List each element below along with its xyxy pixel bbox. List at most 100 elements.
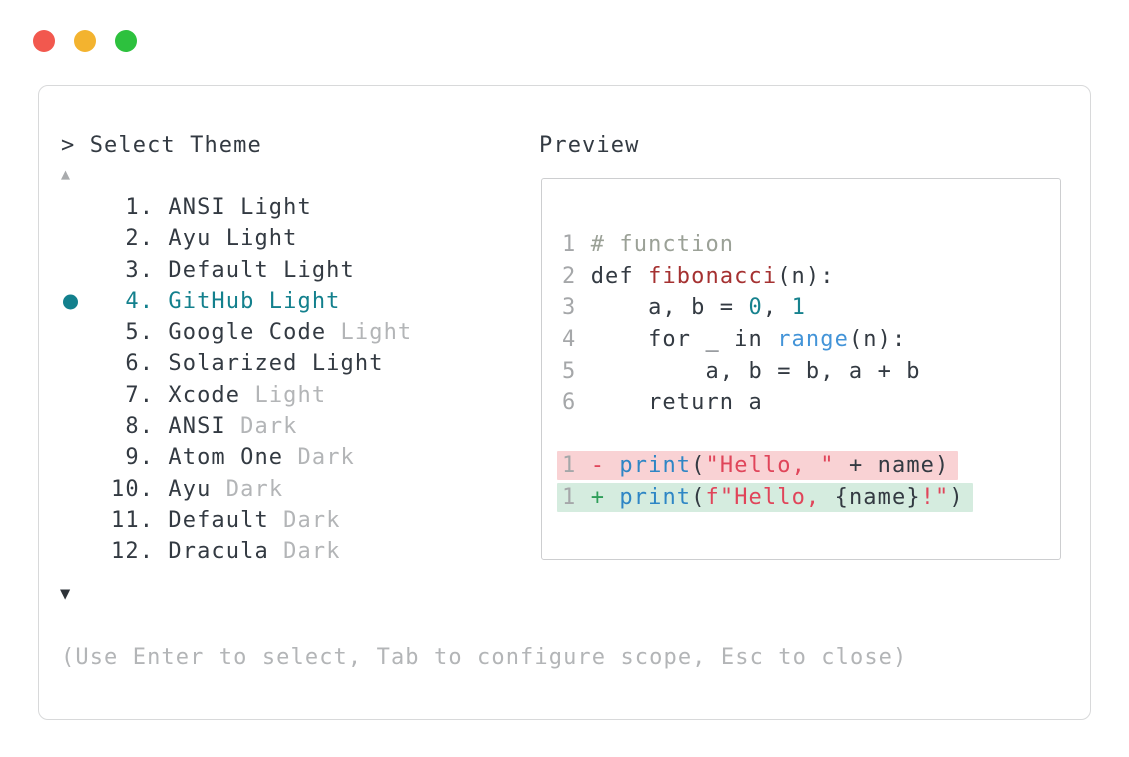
theme-option-label: Dark [297,445,355,471]
help-text: (Use Enter to select, Tab to configure s… [61,645,908,670]
code-token: ) [949,485,964,511]
line-number: 4 [562,327,591,353]
theme-option-number: 10. [111,476,169,502]
maximize-button[interactable] [115,30,137,52]
select-theme-prompt: > Select Theme [61,133,262,158]
theme-option-label: Solarized Light [168,351,384,377]
line-number: 1 [562,453,591,479]
code-token: ( [691,453,706,479]
preview-label: Preview [539,133,640,158]
window-controls [33,30,137,52]
code-token: !" [920,485,950,511]
scroll-up-indicator-icon[interactable]: ▲ [61,165,71,183]
theme-option-label: Default [168,507,284,533]
theme-option-label: Light [254,382,327,408]
code-line [562,419,973,451]
theme-option[interactable]: 5. Google Code Light [61,317,412,348]
code-token: def [590,263,649,289]
code-token: # function [590,232,735,258]
theme-option-number: 7. [111,382,169,408]
code-token: a, b = [590,295,749,321]
code-token: ( [691,485,706,511]
theme-option-label: Dracula [168,539,284,565]
code-token: for _ in [590,327,778,353]
code-token: return a [590,390,763,416]
theme-option[interactable]: 10. Ayu Dark [61,474,412,505]
theme-option-label: Dark [283,507,341,533]
theme-option[interactable]: 9. Atom One Dark [61,442,412,473]
theme-option[interactable]: 8. ANSI Dark [61,411,412,442]
theme-option-label: Google Code [168,320,341,346]
code-token: {name} [834,485,921,511]
code-line: 2 def fibonacci(n): [562,261,973,293]
theme-option-label: Dark [283,539,341,565]
theme-option[interactable]: 12. Dracula Dark [61,536,412,567]
code-token: 1 [791,295,806,321]
code-token: 0 [748,295,763,321]
theme-option-label: Dark [240,414,298,440]
theme-option-label: Xcode [168,382,255,408]
theme-option[interactable]: 11. Default Dark [61,505,412,536]
code-token: fibonacci [648,263,778,289]
code-token: f"Hello, [705,485,835,511]
code-line-content: 1 + print(f"Hello, {name}!") [557,483,973,513]
theme-list: 1. ANSI Light 2. Ayu Light 3. Default Li… [61,192,412,568]
theme-option-number: 12. [111,539,169,565]
theme-option-number: 4. [111,288,169,314]
theme-option[interactable]: 4. GitHub Light [61,286,412,317]
theme-option-number: 8. [111,414,169,440]
code-line: 1 # function [562,229,973,261]
line-number: 6 [562,390,591,416]
theme-option[interactable]: 1. ANSI Light [61,192,412,223]
code-token: , [762,295,792,321]
theme-option-label: Ayu Light [168,226,298,252]
code-line: 3 a, b = 0, 1 [562,292,973,324]
code-line-content [557,432,571,436]
diff-line-removed: 1 - print("Hello, " + name) [557,450,973,482]
theme-option-label: Ayu [168,476,226,502]
code-token: "Hello, " [705,453,835,479]
theme-option-number: 2. [111,226,169,252]
theme-option-label: GitHub Light [168,288,341,314]
code-line-content: 3 a, b = 0, 1 [557,293,815,322]
code-line: 4 for _ in range(n): [562,324,973,356]
theme-option-label: Light [340,320,413,346]
theme-option[interactable]: 7. Xcode Light [61,380,412,411]
code-token: (n): [777,263,835,289]
theme-picker-window: > Select Theme ▲ 1. ANSI Light 2. Ayu Li… [38,85,1091,720]
code-line-content: 1 # function [557,230,743,259]
scroll-down-indicator-icon[interactable]: ▼ [60,584,71,604]
theme-option-label: Atom One [168,445,298,471]
line-number: 1 [562,232,591,258]
code-line-content: 4 for _ in range(n): [557,325,915,354]
theme-option-label: ANSI [168,414,241,440]
theme-option-number: 9. [111,445,169,471]
theme-option[interactable]: 2. Ayu Light [61,223,412,254]
theme-option-number: 6. [111,351,169,377]
line-number: 5 [562,358,591,384]
line-number: 1 [562,485,591,511]
theme-option[interactable]: 6. Solarized Light [61,348,412,379]
theme-option-number: 1. [111,195,169,220]
code-token: a, b = b, a + b [590,358,921,384]
line-number: 3 [562,295,591,321]
code-token: + name) [834,453,950,479]
code-line-content: 1 - print("Hello, " + name) [557,451,959,481]
code-token: print [619,453,692,479]
code-token: (n): [848,327,907,353]
close-button[interactable] [33,30,55,52]
line-number: 2 [562,263,591,289]
code-line-content: 6 return a [557,388,772,417]
code-token: + [590,485,620,511]
theme-option-label: ANSI Light [168,195,312,220]
theme-option-label: Dark [225,476,284,502]
theme-option-number: 11. [111,507,169,533]
theme-option[interactable]: 3. Default Light [61,255,412,286]
minimize-button[interactable] [74,30,96,52]
code-token: print [619,485,692,511]
code-token: range [777,327,849,353]
theme-option-number: 5. [111,320,169,346]
theme-option-number: 3. [111,257,169,283]
diff-line-added: 1 + print(f"Hello, {name}!") [557,482,973,514]
